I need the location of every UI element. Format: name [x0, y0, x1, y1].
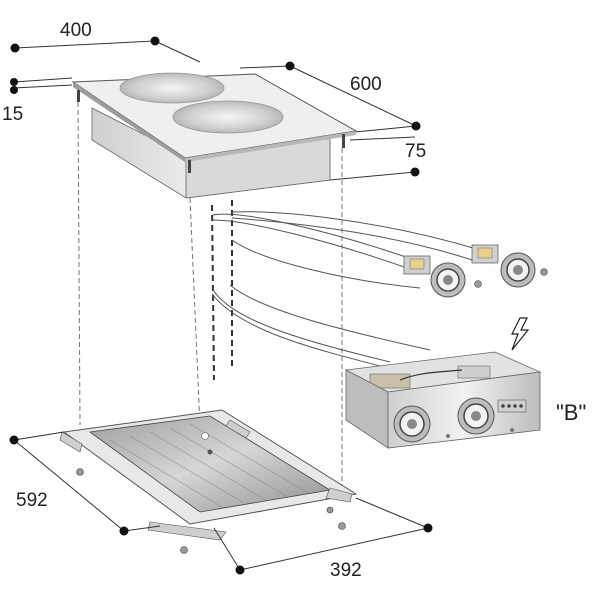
dim-top-width: 400: [10, 20, 201, 63]
dim-point: [10, 86, 18, 94]
dim-point: [9, 435, 19, 445]
cooking-zone-rear: [119, 72, 225, 104]
dim-cutout-width: 392: [213, 497, 433, 581]
hob-unit: [71, 72, 358, 199]
dim-point: [150, 36, 160, 46]
dim-point: [423, 523, 433, 533]
lightning-bolt-icon: [511, 317, 530, 351]
dim-label-top-width: 400: [60, 20, 92, 41]
dim-glass-thickness: 15: [2, 77, 73, 125]
detail-b-label: "B": [556, 400, 586, 425]
dim-point: [285, 61, 295, 71]
dim-point: [410, 167, 420, 177]
control-knob-left: [403, 255, 482, 298]
cooking-zone-front: [172, 100, 284, 134]
dim-depth: 600: [239, 61, 421, 133]
dim-label-depth: 600: [350, 74, 382, 95]
dim-cutout-depth: 592: [9, 431, 161, 536]
dim-label-body-height: 75: [405, 141, 426, 162]
dim-label-cutout-depth: 592: [16, 490, 48, 511]
dim-point: [10, 43, 20, 53]
mounting-frame: [59, 409, 358, 554]
dim-label-glass-thickness: 15: [2, 104, 23, 125]
dim-point: [411, 121, 421, 131]
dim-point: [10, 78, 18, 86]
control-knob-right: [471, 244, 548, 288]
control-box: [344, 351, 542, 449]
dim-point: [235, 565, 245, 575]
dim-label-cutout-width: 392: [330, 560, 362, 581]
dim-point: [119, 526, 129, 536]
wiring: [211, 211, 481, 369]
dim-body-height: 75: [329, 136, 426, 181]
